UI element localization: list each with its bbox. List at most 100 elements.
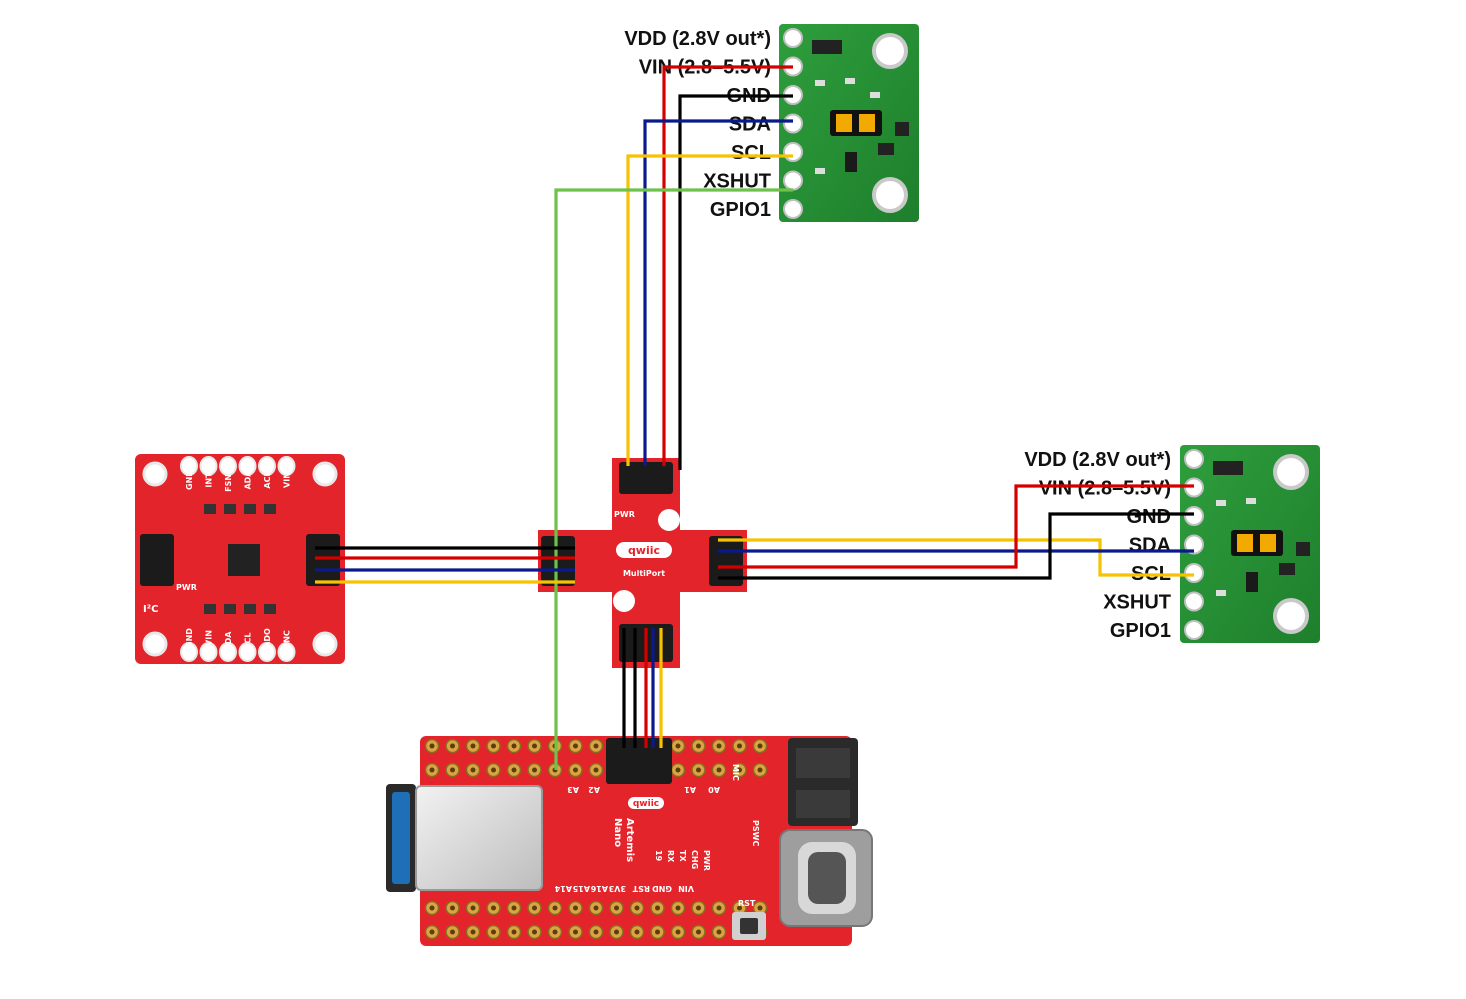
artemis-pin-label: A15 (572, 884, 590, 893)
pin-pad (258, 642, 276, 662)
mounting-hole-icon (872, 177, 908, 213)
artemis-module-shield (415, 785, 543, 891)
sensor_right-pin-label: GND (1127, 506, 1171, 528)
imu-pin-label: ADA (244, 470, 253, 490)
artemis-pin-label: A1 (684, 785, 696, 794)
wire-vin-right-sensor (718, 484, 1194, 569)
imu-pin-label: DA (224, 631, 233, 645)
artemis-inner-label: CHG (690, 850, 699, 869)
sensor-right-pin-labels: VDD (2.8V out*)VIN (2.8–5.5V)GNDSDASCLXS… (1024, 449, 1171, 642)
rst-button-label: RST (738, 899, 756, 908)
artemis-name-1: Artemis (624, 818, 635, 862)
sensor_top-pin-label: XSHUT (703, 171, 771, 193)
artemis-name-2: Nano (612, 818, 623, 847)
artemis-pin-label: VIN (678, 884, 694, 893)
artemis-bottom-header-inner (424, 924, 768, 940)
pin-pad (1184, 563, 1204, 583)
imu-pin-label: INT (205, 472, 214, 488)
pin-pad (1184, 449, 1204, 469)
artemis-inner-label: TX (678, 850, 687, 862)
imu-top-pin-labels: GND INT FSNC ADA ACL VIN (185, 468, 292, 492)
imu-pin-label: CL (244, 633, 253, 644)
pin-pad (219, 456, 237, 476)
pin-pad (1184, 534, 1204, 555)
mounting-hole-icon (658, 509, 680, 531)
pin-pad (783, 170, 803, 191)
artemis-pin-label: A3 (567, 785, 579, 794)
qwiic-port-top (619, 462, 673, 494)
wire-scl-right-sensor (718, 538, 1194, 577)
qwiic-logo-badge (616, 542, 672, 558)
wire-xshut-to-artemis (554, 188, 793, 770)
qwiic-connector-left (140, 534, 174, 586)
pin-pad (180, 642, 198, 662)
imu-pin-label: ADO (263, 628, 272, 648)
wiring (315, 65, 1194, 770)
imu-pin-label: FSNC (224, 468, 233, 492)
pin-pad (783, 199, 803, 219)
wire-vin-top-sensor (662, 65, 793, 466)
wire-gnd-right-sensor (718, 512, 1194, 580)
qwiic-port-left (541, 536, 575, 586)
qwiic-connector-right (306, 534, 340, 586)
imu-pin-label: VIN (283, 472, 292, 488)
qwiic-port-artemis (606, 738, 672, 784)
pin-pad (1184, 506, 1204, 526)
artemis-inner-label: RX (666, 850, 675, 863)
imu-top-pin-pads (180, 456, 296, 476)
sensor_top-pin-label: SDA (729, 114, 771, 136)
imu-pin-label: INC (283, 630, 292, 646)
artemis-inner-label: PWR (702, 850, 711, 871)
sensor_right-pin-label: VIN (2.8–5.5V) (1039, 478, 1171, 500)
imu-pwr-mark: PWR (176, 583, 197, 592)
pin-pad (277, 456, 296, 476)
regulator-chip-icon (1213, 461, 1243, 475)
sensor_top-pin-label: GPIO1 (710, 199, 771, 221)
imu-pin-label: GND (185, 470, 194, 490)
imu-pin-label: ACL (263, 471, 272, 488)
pin-pad (199, 642, 218, 662)
pin-pad (180, 456, 198, 476)
artemis-inner-label: 19 (654, 850, 663, 862)
mounting-hole-icon (1273, 598, 1309, 634)
pin-pad (783, 142, 803, 162)
pin-pad (238, 456, 257, 476)
artemis-qwiic-logo: qwiic (633, 799, 659, 809)
pin-pad (783, 113, 803, 134)
imu-pin-label: VIN (205, 630, 214, 646)
qwiic-multiport-board: qwiic MultiPort PWR (538, 458, 747, 668)
sensor_top-pin-label: VDD (2.8V out*) (624, 28, 771, 50)
artemis-pin-label: A14 (554, 884, 572, 893)
artemis-pin-label: A0 (708, 785, 720, 794)
imu-bottom-pin-pads (180, 642, 296, 662)
wire-gnd-top-sensor (678, 94, 793, 470)
pin-header (1184, 449, 1204, 640)
wire-sda-top-sensor (643, 119, 793, 466)
sensor_top-pin-label: SCL (731, 142, 771, 164)
tof-sensor-right (1180, 445, 1320, 643)
mounting-hole-icon (872, 33, 908, 69)
artemis-pin-label: A2 (588, 785, 600, 794)
pin-pad (219, 642, 237, 662)
mounting-hole-icon (312, 631, 338, 657)
mic-label: MIC (731, 764, 740, 781)
multiport-pwr-mark: PWR (614, 510, 635, 519)
artemis-top-header (424, 738, 768, 754)
pin-pad (1184, 620, 1204, 640)
tof-sensor-top (779, 24, 919, 222)
artemis-pin-label: 3V3 (609, 884, 626, 893)
regulator-chip-icon (812, 40, 842, 54)
pin-pad (277, 642, 296, 662)
qwiic-port-right (709, 536, 743, 586)
qwiic-logo: qwiic (628, 544, 660, 557)
artemis-pin-label: GND (652, 884, 672, 893)
pin-pad (783, 28, 803, 48)
pswc-label: PSWC (751, 820, 760, 846)
mounting-hole-icon (1273, 454, 1309, 490)
mounting-hole-icon (142, 461, 168, 487)
